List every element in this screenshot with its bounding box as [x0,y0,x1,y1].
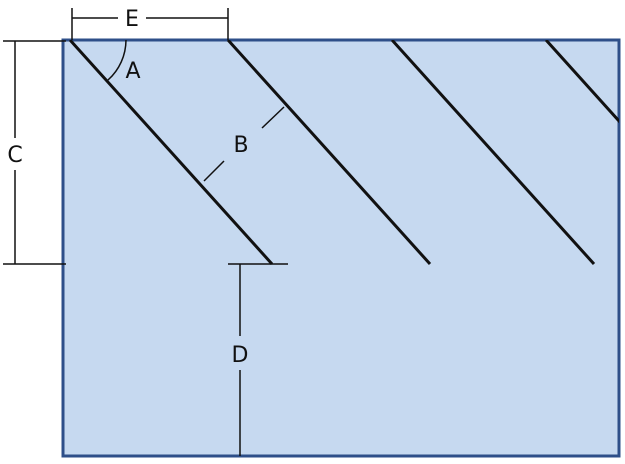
diagonal-lines-group [68,40,619,266]
diagonal-line-2 [226,40,432,266]
label-d: D [232,343,249,368]
dimension-d [228,263,288,456]
dimension-c [3,40,66,265]
label-b: B [233,133,248,158]
dimension-e [71,8,229,40]
label-a: A [125,59,140,84]
diagonal-line-1 [68,40,274,266]
diagonal-line-3 [390,40,596,266]
angle-a-arc [107,39,127,81]
panel [61,38,621,458]
dimension-b [203,106,285,182]
label-c: C [7,143,22,168]
diagonal-line-4 [544,40,619,124]
label-e: E [125,7,139,32]
